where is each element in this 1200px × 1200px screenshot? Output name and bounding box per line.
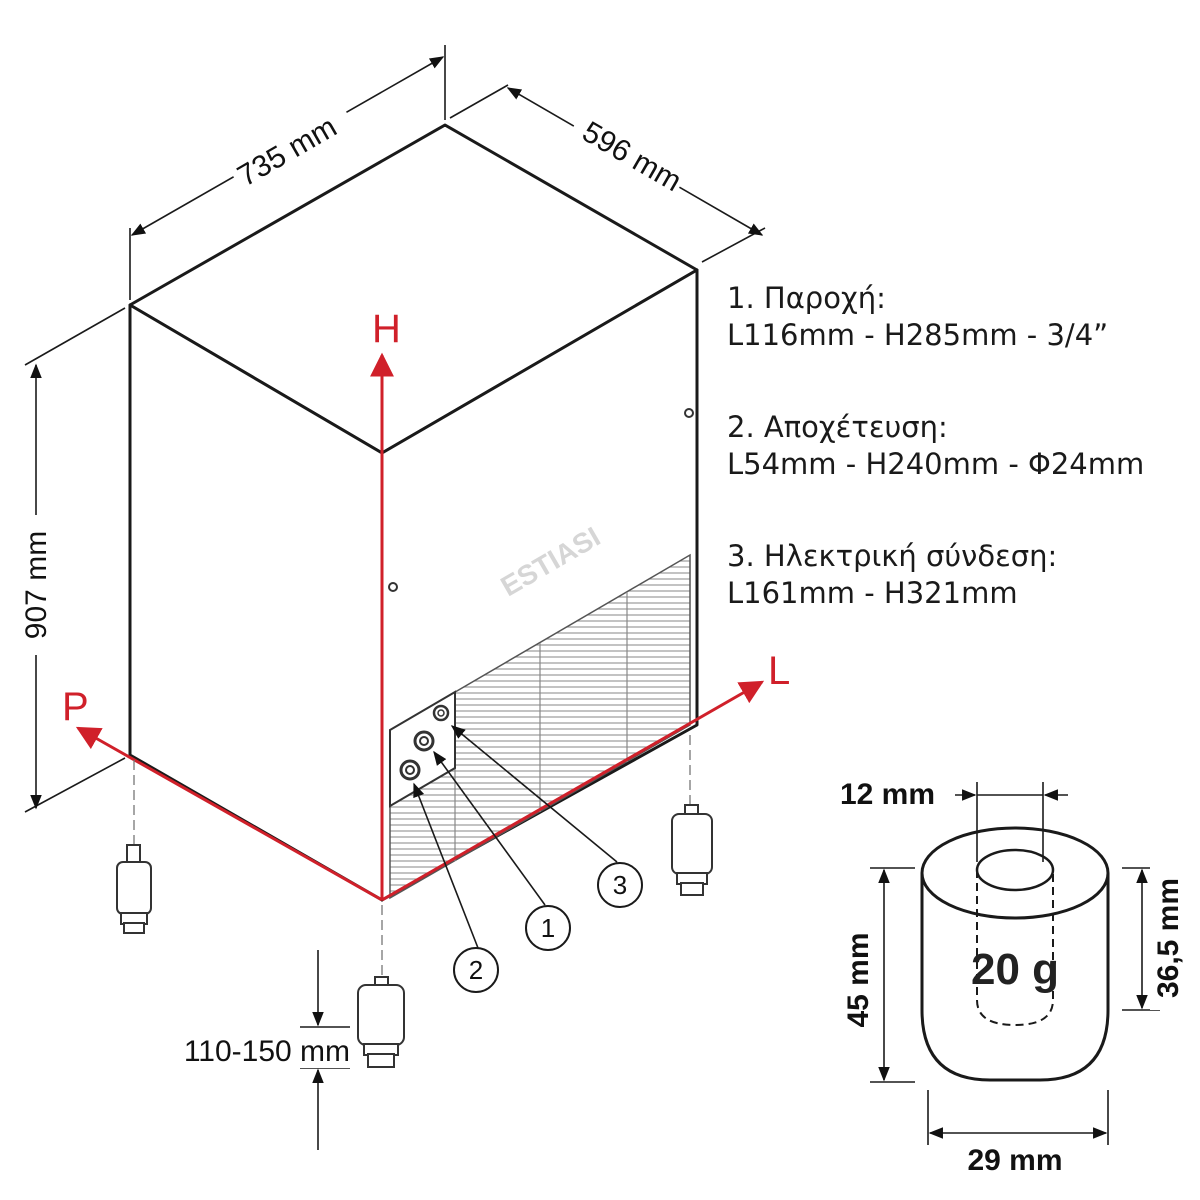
legend-detail: L116mm - H285mm - 3/4” bbox=[727, 318, 1109, 352]
legend-detail: L161mm - H321mm bbox=[727, 576, 1018, 610]
connection-legend: 1. Παροχή: L116mm - H285mm - 3/4” 2. Απο… bbox=[727, 280, 1187, 667]
legend-title: 3. Ηλεκτρική σύνδεση: bbox=[727, 539, 1058, 573]
cube-hole-depth bbox=[976, 870, 1054, 1027]
callout-leaders bbox=[413, 725, 618, 949]
leg-right bbox=[671, 804, 713, 896]
svg-text:1: 1 bbox=[541, 913, 555, 943]
cube-diameter-text: 29 mm bbox=[967, 1144, 1062, 1177]
leg-left bbox=[116, 844, 152, 934]
screw-right bbox=[684, 408, 694, 418]
leg-height-label: 110-150 mm bbox=[184, 1035, 350, 1068]
axis-h-label: H bbox=[372, 307, 401, 351]
cube-hole-diameter-label: 12 mm bbox=[840, 778, 935, 811]
height-dim-label: 907 mm bbox=[20, 531, 53, 639]
cube-hole bbox=[975, 848, 1055, 892]
legend-item-electrical: 3. Ηλεκτρική σύνδεση: L161mm - H321mm bbox=[727, 538, 1187, 612]
callout-1: 1 bbox=[525, 905, 571, 951]
ice-cube: 20 g bbox=[920, 826, 1110, 1082]
legend-item-drain: 2. Αποχέτευση: L54mm - H240mm - Φ24mm bbox=[727, 409, 1187, 483]
svg-text:3: 3 bbox=[613, 870, 627, 900]
cube-weight: 20 g bbox=[971, 945, 1059, 994]
svg-text:2: 2 bbox=[469, 955, 483, 985]
cube-height-label: 45 mm bbox=[842, 932, 875, 1027]
legend-title: 2. Αποχέτευση: bbox=[727, 410, 948, 444]
legend-title: 1. Παροχή: bbox=[727, 281, 886, 315]
leg-middle bbox=[357, 976, 405, 1068]
legend-detail: L54mm - H240mm - Φ24mm bbox=[727, 447, 1145, 481]
legend-item-supply: 1. Παροχή: L116mm - H285mm - 3/4” bbox=[727, 280, 1187, 354]
leg-centerlines bbox=[133, 735, 691, 980]
screw-front bbox=[388, 582, 398, 592]
connectors bbox=[399, 704, 450, 781]
axis-l-label: L bbox=[768, 649, 790, 693]
axis-p-label: P bbox=[62, 685, 89, 729]
cube-dimension-lines bbox=[870, 782, 1160, 1145]
cube-body bbox=[920, 873, 1110, 1082]
callout-2: 2 bbox=[453, 947, 499, 993]
axis-p-arrow bbox=[75, 726, 383, 902]
callout-3: 3 bbox=[597, 862, 643, 908]
cube-hole-depth-label: 36,5 mm bbox=[1152, 878, 1185, 998]
